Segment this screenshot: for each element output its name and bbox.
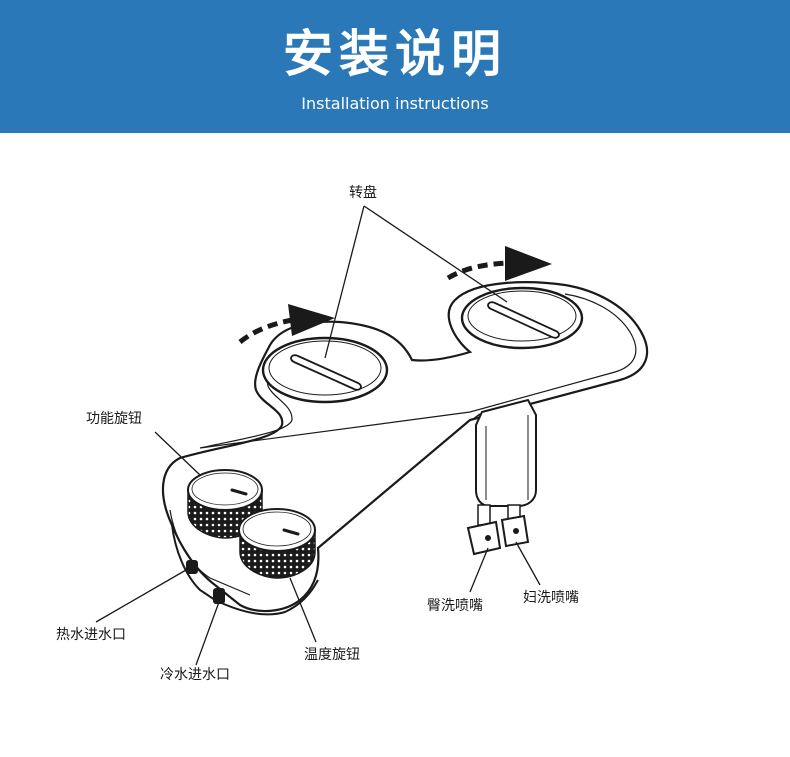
label-female-wash-nozzle: 妇洗喷嘴 — [523, 590, 579, 606]
hot-water-inlet — [186, 560, 198, 574]
label-rear-wash-nozzle: 臀洗喷嘴 — [427, 598, 483, 614]
cold-water-inlet — [213, 588, 225, 604]
label-hot-water-inlet: 热水进水口 — [56, 627, 126, 643]
header-banner: 安装说明 Installation instructions — [0, 0, 790, 133]
temperature-knob — [238, 508, 316, 579]
left-dial — [261, 336, 389, 404]
base-body — [171, 524, 319, 616]
page-title: 安装说明 — [283, 25, 507, 83]
rotation-arrow-right-icon — [446, 246, 552, 281]
rotation-arrow-left-icon — [238, 304, 335, 344]
label-cold-water-inlet: 冷水进水口 — [160, 667, 230, 683]
nozzle-bracket — [471, 398, 537, 507]
right-dial — [460, 286, 584, 350]
label-dial: 转盘 — [349, 185, 377, 201]
bidet-installation-diagram — [95, 205, 649, 666]
female-wash-nozzle — [500, 504, 530, 548]
rear-wash-nozzle — [466, 504, 502, 556]
callout-lines — [95, 205, 541, 666]
label-function-knob: 功能旋钮 — [86, 411, 142, 427]
label-temperature-knob: 温度旋钮 — [304, 647, 360, 663]
page-subtitle: Installation instructions — [301, 94, 489, 113]
